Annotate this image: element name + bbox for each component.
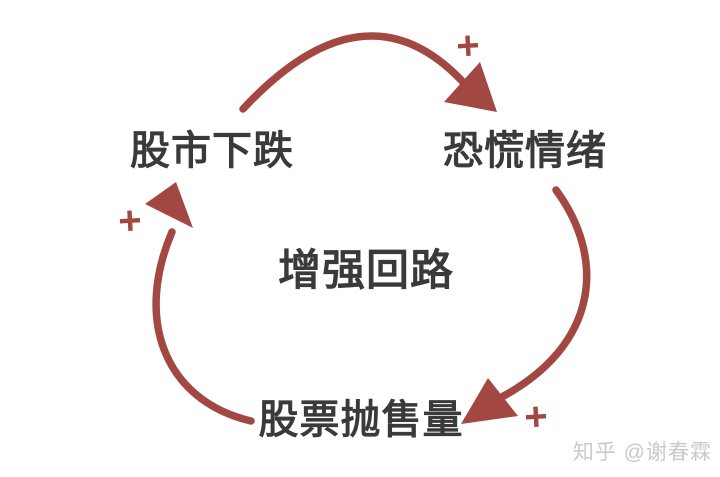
node-stock-decline: 股市下跌: [130, 129, 294, 173]
node-selloff: 股票抛售量: [258, 398, 464, 442]
arrowhead-to-stock-decline-icon: [145, 182, 193, 228]
arrowhead-to-panic-icon: [444, 62, 497, 112]
node-panic: 恐慌情绪: [443, 129, 607, 173]
arrowhead-to-selloff-icon: [461, 378, 518, 424]
polarity-plus-left: +: [117, 198, 143, 244]
arrow-selloff-to-stock-decline: [152, 228, 255, 425]
arrow-stock-decline-to-panic: [239, 32, 467, 113]
polarity-plus-bottom-right: +: [523, 394, 549, 440]
polarity-plus-top: +: [455, 23, 481, 69]
watermark: 知乎 @谢春霖: [572, 441, 712, 464]
arrow-panic-to-selloff: [496, 186, 591, 402]
loop-title: 增强回路: [278, 247, 454, 295]
